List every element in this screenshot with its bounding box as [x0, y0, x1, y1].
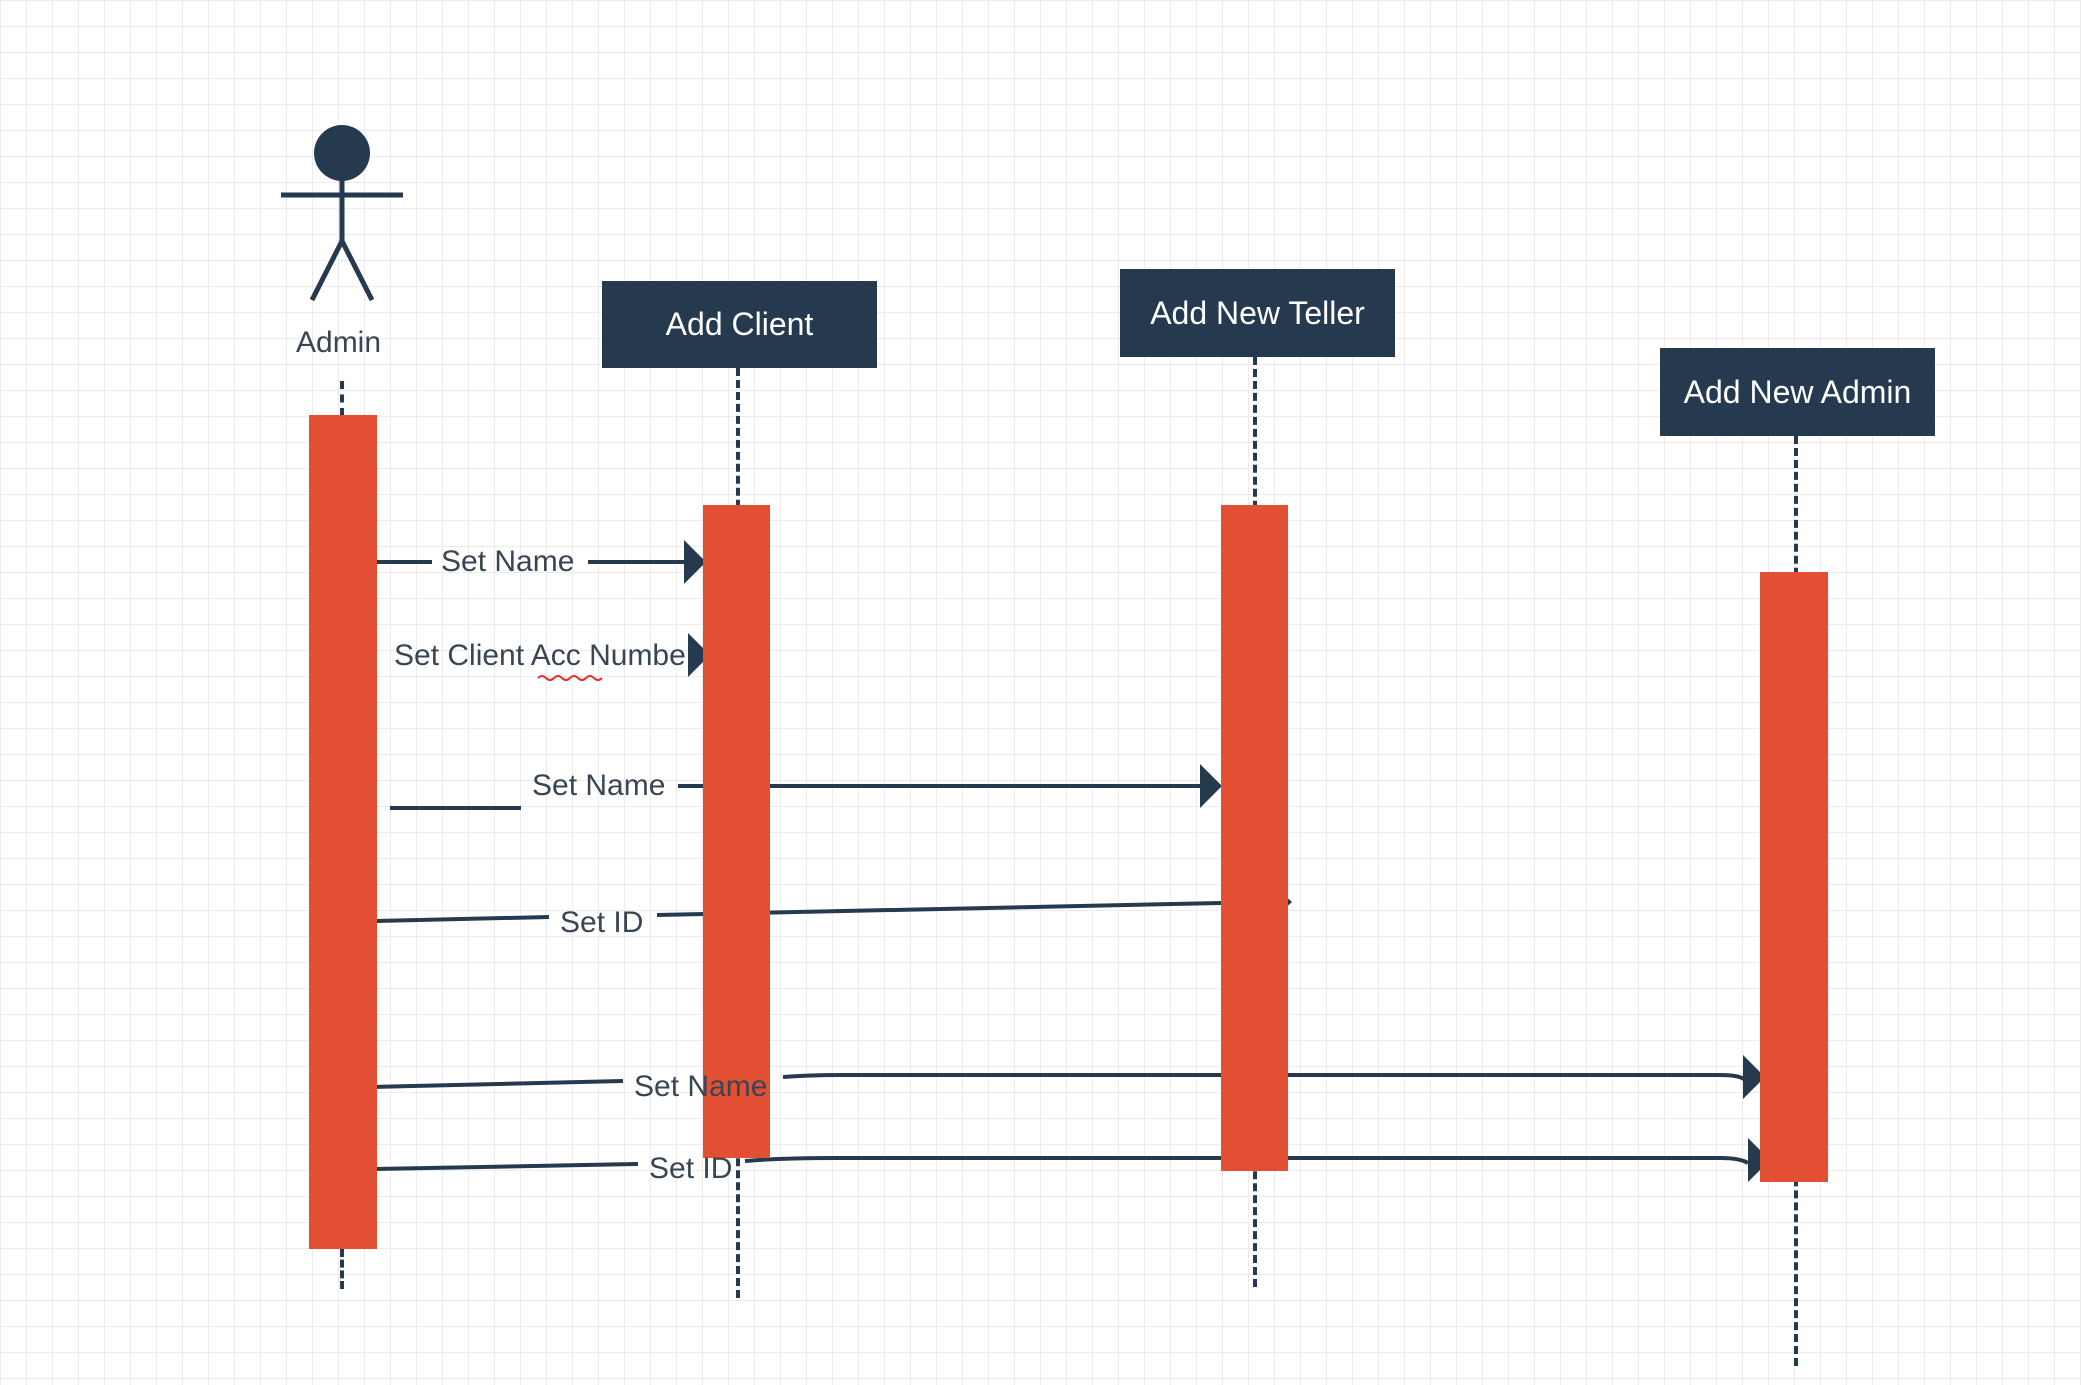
actor-left-leg: [309, 239, 345, 302]
actor-label: Admin: [296, 326, 382, 359]
message-label-1[interactable]: Set Name: [441, 545, 575, 578]
message-label-6[interactable]: Set ID: [649, 1152, 733, 1185]
message-arrow-2: [537, 633, 710, 681]
message-label-2[interactable]: Set Client Acc Numbe: [394, 639, 686, 672]
message-arrow-4: [376, 880, 1292, 924]
activation-bar-add-new-admin: [1760, 572, 1828, 1182]
lifeline-admin-bottom: [340, 1249, 344, 1289]
activation-bar-admin: [309, 415, 377, 1249]
participant-add-new-teller[interactable]: Add New Teller: [1120, 269, 1395, 357]
message-arrow-3: [390, 764, 1222, 810]
activation-bar-add-client: [703, 505, 770, 1158]
lifeline-admin: [340, 381, 344, 416]
participant-add-client[interactable]: Add Client: [602, 281, 877, 368]
message-arrow-5: [368, 1055, 1765, 1099]
stick-figure-icon: [281, 125, 403, 302]
message-label-3[interactable]: Set Name: [532, 769, 666, 802]
actor-right-leg: [339, 239, 375, 302]
message-label-5[interactable]: Set Name: [634, 1070, 768, 1103]
message-arrow-6: [374, 1138, 1770, 1182]
participant-add-new-admin[interactable]: Add New Admin: [1660, 348, 1935, 436]
spellcheck-underline: [537, 675, 603, 681]
message-label-4[interactable]: Set ID: [560, 906, 644, 939]
message-arrow-1: [377, 540, 706, 584]
activation-bar-add-new-teller: [1221, 505, 1288, 1171]
actor-head: [314, 125, 370, 181]
